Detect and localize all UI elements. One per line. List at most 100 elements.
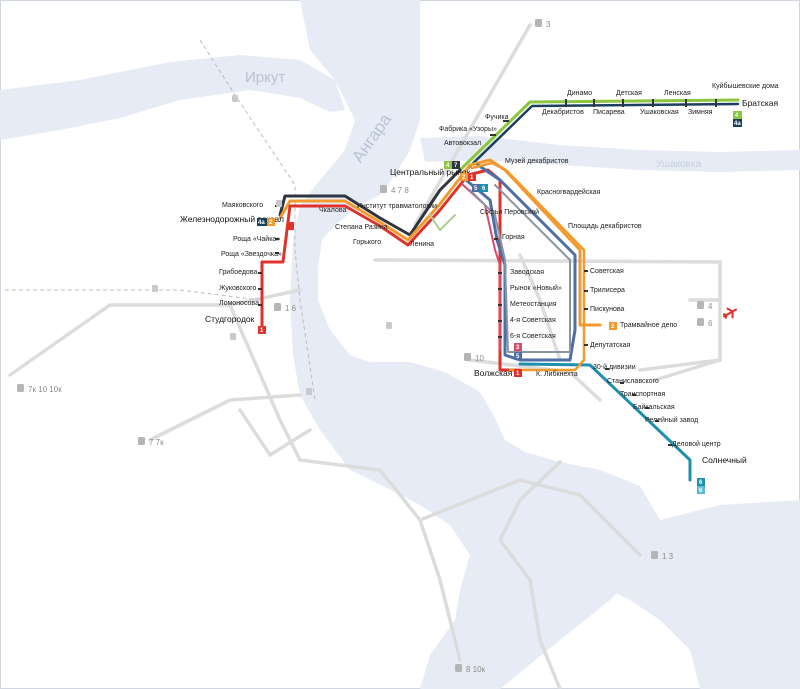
road-layer (8, 23, 722, 689)
station-dinamo: Динамо (567, 90, 592, 97)
svg-text:6: 6 (482, 186, 486, 192)
badge-bratskaya-4: 4 (733, 111, 742, 119)
svg-text:8 10к: 8 10к (466, 665, 486, 674)
svg-text:4 7 8: 4 7 8 (391, 186, 409, 195)
svg-text:4: 4 (446, 163, 450, 169)
bus-icon (380, 185, 387, 193)
tram-stop-icon (288, 222, 294, 230)
bus-icon (152, 285, 158, 292)
bus-stop-6: 6 (697, 318, 713, 328)
line-2-loop (470, 161, 586, 372)
svg-text:1: 1 (260, 328, 264, 334)
bus-stop-16: 1 6 (274, 303, 297, 313)
station-piskunova: Пискунова (590, 306, 624, 313)
bus-icon (232, 95, 238, 102)
station-sovetskaya6: 6-я Советская (510, 333, 556, 340)
station-fabrika: Фабрика «Узоры» (439, 125, 497, 133)
svg-text:10: 10 (475, 354, 484, 363)
svg-text:2: 2 (611, 324, 615, 330)
station-lenina: Ленина (410, 241, 434, 248)
bus-stops: 3 4 7 8 1 6 10 7к 10 10к 7 7к 1 3 8 10к … (17, 19, 713, 674)
station-kuibyshevskie: Куйбышевские дома (712, 82, 779, 90)
badge-tsentr-5: 5 (472, 184, 480, 192)
station-institut: Институт травматологии (357, 203, 437, 210)
station-rynok-novy: Рынок «Новый» (510, 284, 562, 292)
bus-stop-810k: 8 10к (455, 664, 486, 674)
tram-lines (260, 98, 740, 482)
bus-icon (455, 664, 462, 672)
badge-volzhskaya-1: 1 (514, 369, 522, 377)
station-sovetskaya: Советская (590, 268, 624, 275)
svg-text:4: 4 (735, 113, 739, 119)
station-stepana: Степана Разина (335, 224, 388, 231)
bus-stop-77k: 7 7к (138, 437, 164, 447)
svg-text:1 6: 1 6 (285, 304, 297, 313)
station-bratskaya: Братская (742, 98, 779, 108)
line-7 (278, 168, 462, 237)
line-4 (458, 98, 740, 172)
ushakovka-river (420, 136, 800, 172)
svg-text:7к 10 10к: 7к 10 10к (28, 385, 62, 394)
station-baikalskaya: Байкальская (633, 403, 675, 411)
station-lomonosova: Ломоносова (219, 300, 259, 307)
svg-text:6: 6 (699, 480, 703, 486)
station-avtovokzal: Автовокзал (444, 140, 481, 147)
airport-icon (722, 307, 738, 319)
station-transportnaya: Транспортная (620, 391, 665, 398)
bus-icon (230, 333, 236, 340)
station-ushakovskaya: Ушаковская (640, 109, 679, 116)
station-lenskaya: Ленская (664, 90, 691, 97)
station-sovetskaya4: 4-я Советская (510, 317, 556, 324)
river-label-irkut: Иркут (245, 69, 285, 86)
station-delovoi: Деловой центр (672, 440, 721, 448)
station-solnechny: Солнечный (702, 455, 747, 465)
badge-depo-2: 2 (609, 322, 617, 330)
station-stanislavskogo: Станиславского (607, 378, 659, 385)
station-ticks (258, 99, 717, 446)
bus-stop-3: 3 (535, 19, 551, 29)
svg-text:7 7к: 7 7к (149, 438, 164, 447)
svg-text:4а: 4а (258, 220, 265, 226)
east-water (720, 500, 800, 565)
badge-vokzal-4a: 4а (257, 218, 267, 226)
svg-text:3: 3 (546, 20, 551, 29)
station-gorkogo: Горького (353, 239, 381, 246)
station-30-diviziya: 30-й дивизии (593, 363, 636, 371)
badge-tsentr-2: 2 (460, 173, 468, 181)
badge-bratskaya-4a: 4а (733, 119, 742, 127)
bus-icon (17, 384, 24, 392)
bus-icon (651, 551, 658, 559)
station-detskaya: Детская (616, 90, 642, 97)
bus-icon (697, 301, 704, 309)
station-muzei: Музей декабристов (505, 157, 569, 165)
station-volzhskaya: Волжская (474, 368, 513, 378)
line-2 (278, 158, 602, 327)
station-mayakovskogo: Маяковского (222, 202, 263, 209)
station-pisareva: Писарева (593, 109, 625, 116)
svg-text:2: 2 (269, 220, 273, 226)
bus-icon (276, 200, 282, 207)
station-krasnogvardeiskaya: Красногвардейская (537, 188, 600, 196)
station-zimnyaya: Зимняя (688, 109, 713, 116)
line-6 (518, 362, 692, 482)
bus-stop-13: 1 3 (651, 551, 674, 561)
badge-studgorodok-1: 1 (258, 326, 266, 334)
bus-icon (535, 19, 542, 27)
station-zhukovskogo: Жуковского (219, 285, 256, 292)
river-label-ushakovka: Ушаковка (656, 159, 701, 170)
bus-stop-4: 4 (697, 301, 713, 311)
depot-track (429, 214, 456, 231)
svg-text:5: 5 (516, 354, 520, 360)
bus-icon (697, 318, 704, 326)
station-trilisera: Трилисера (590, 287, 625, 294)
badge-solnechny-6a: 6 (697, 478, 705, 486)
badge-tsentr-7: 7 (452, 161, 460, 169)
irkut-river (0, 55, 345, 140)
badge-solnechny-6b: 6 (697, 486, 705, 494)
line-loop-inner (469, 184, 571, 353)
station-depo: Трамвайное депо (620, 321, 677, 329)
station-gornaya: Горная (502, 234, 525, 241)
station-kuibyshevskie-line: Куйбышевские дома (712, 82, 779, 90)
badge-tsentr-4: 4 (444, 161, 452, 169)
station-chkalova: Чкалова (319, 207, 346, 214)
